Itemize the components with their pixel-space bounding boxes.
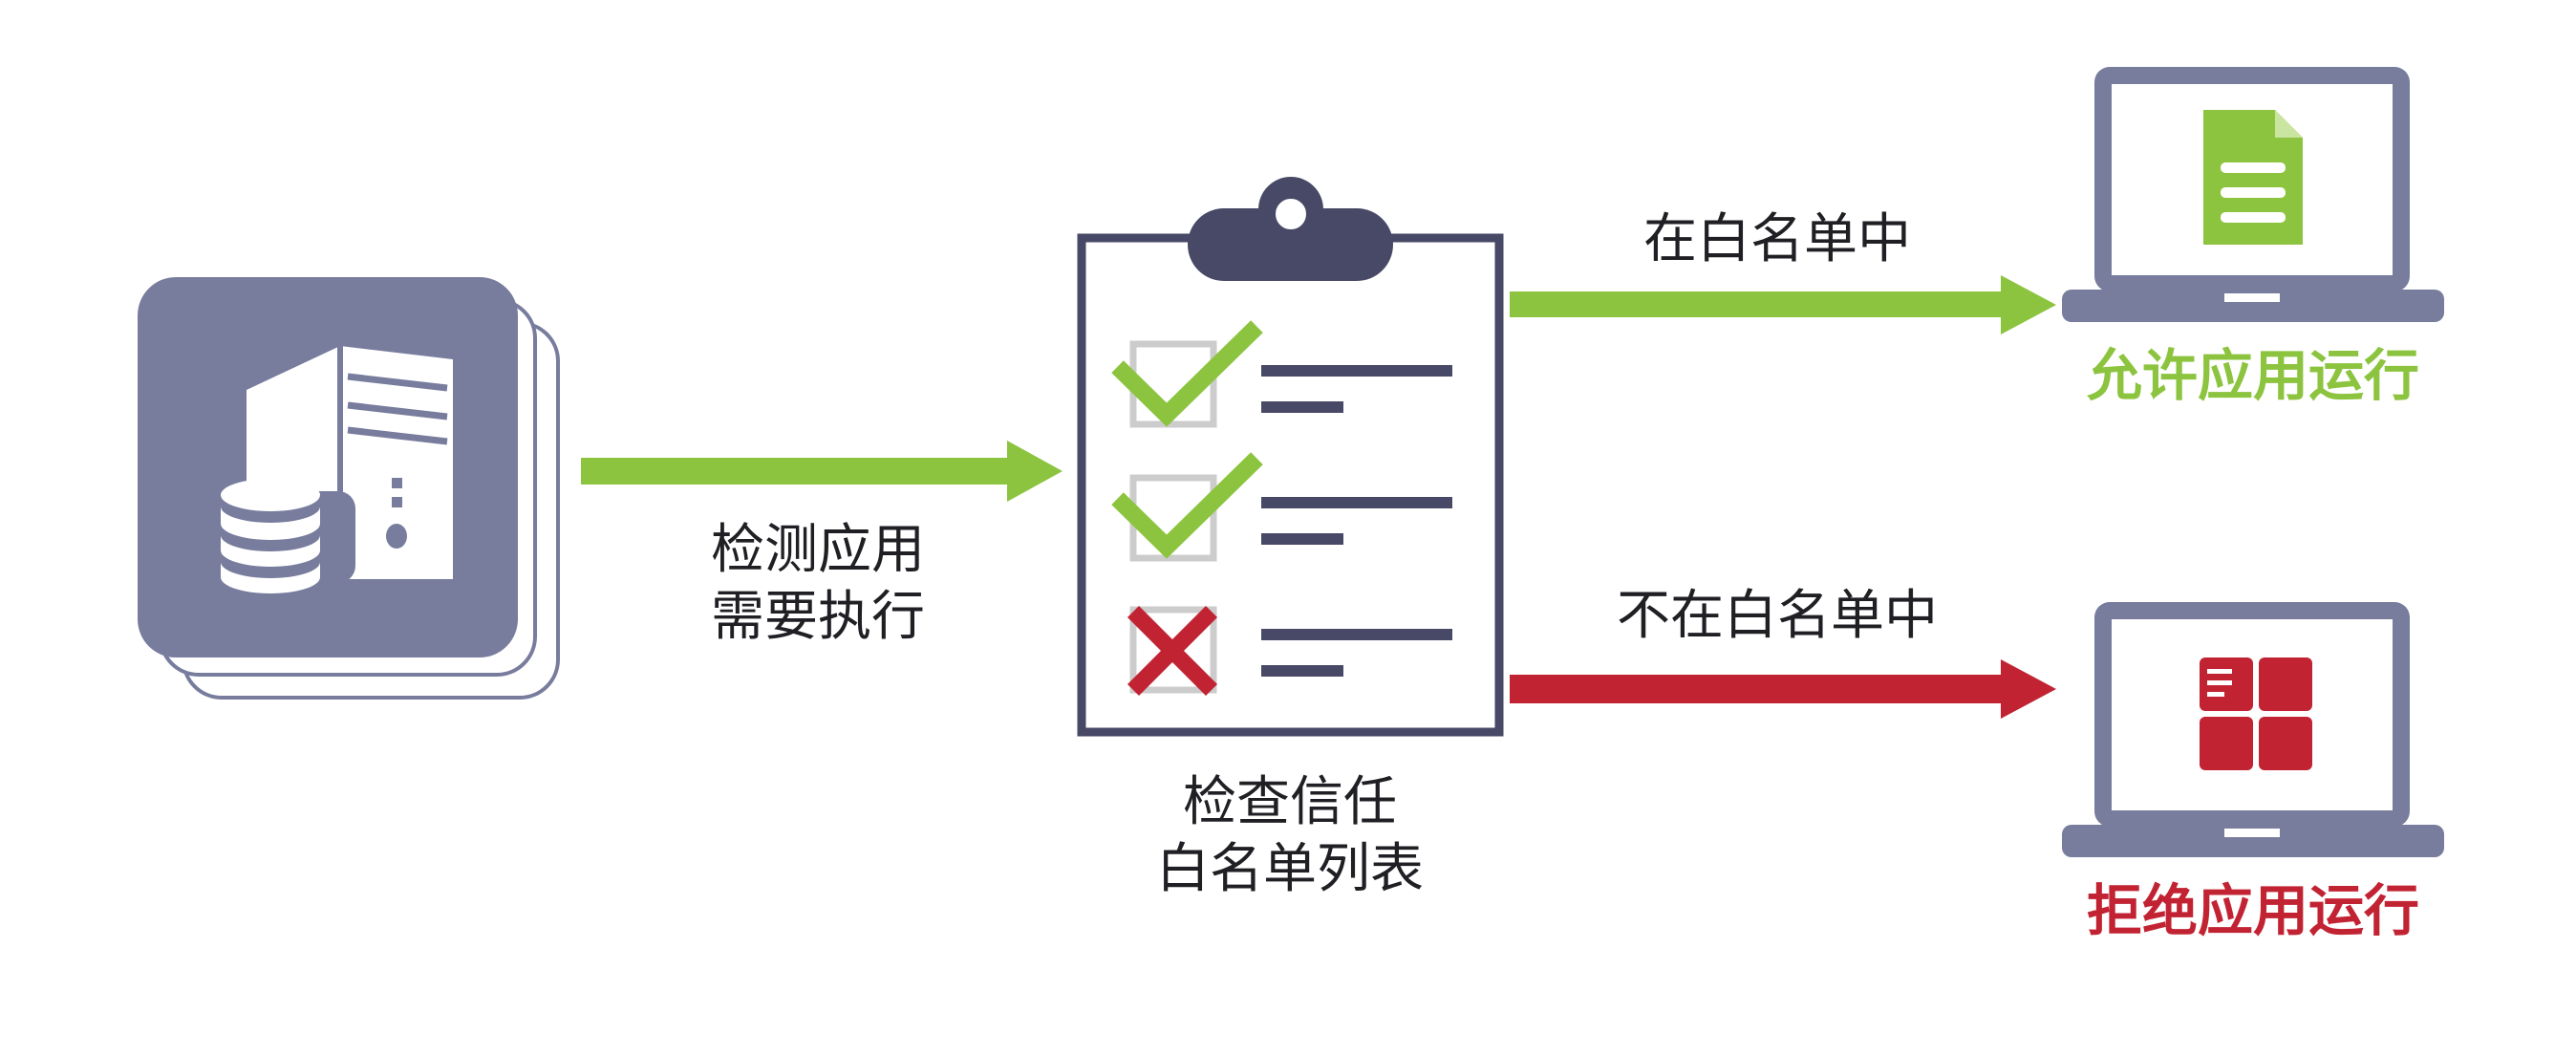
- checklist-item: [1111, 452, 1452, 562]
- document-icon: [2203, 110, 2303, 245]
- checklist-item: [1111, 320, 1452, 428]
- label-detect-line2: 需要执行: [711, 586, 925, 648]
- red-cross-icon: [1127, 605, 1218, 697]
- label-not-in-whitelist: 不在白名单中: [1617, 585, 1938, 647]
- clipboard-clip: [1188, 208, 1393, 281]
- arrow-denied: [1510, 659, 2056, 719]
- green-check-icon: [1111, 452, 1263, 559]
- label-check-line1: 检查信任: [1183, 771, 1397, 833]
- label-allow-run: 允许应用运行: [2086, 343, 2420, 408]
- label-deny-run: 拒绝应用运行: [2086, 878, 2420, 943]
- blocked-app-tiles-icon: [2200, 657, 2312, 770]
- clipboard-checklist-icon: [1077, 177, 1504, 737]
- server-database-icon: [138, 277, 560, 700]
- laptop-blocked-app-icon: [2062, 602, 2444, 857]
- laptop-document-icon: [2062, 67, 2444, 322]
- arrow-detect: [581, 441, 1063, 502]
- arrow-allowed: [1510, 275, 2056, 334]
- label-detect-line1: 检测应用: [711, 519, 925, 581]
- database-icon: [212, 479, 355, 593]
- label-check-line2: 白名单列表: [1156, 838, 1424, 900]
- green-check-icon: [1111, 320, 1263, 427]
- label-in-whitelist: 在白名单中: [1643, 208, 1911, 270]
- checklist-item: [1127, 605, 1452, 697]
